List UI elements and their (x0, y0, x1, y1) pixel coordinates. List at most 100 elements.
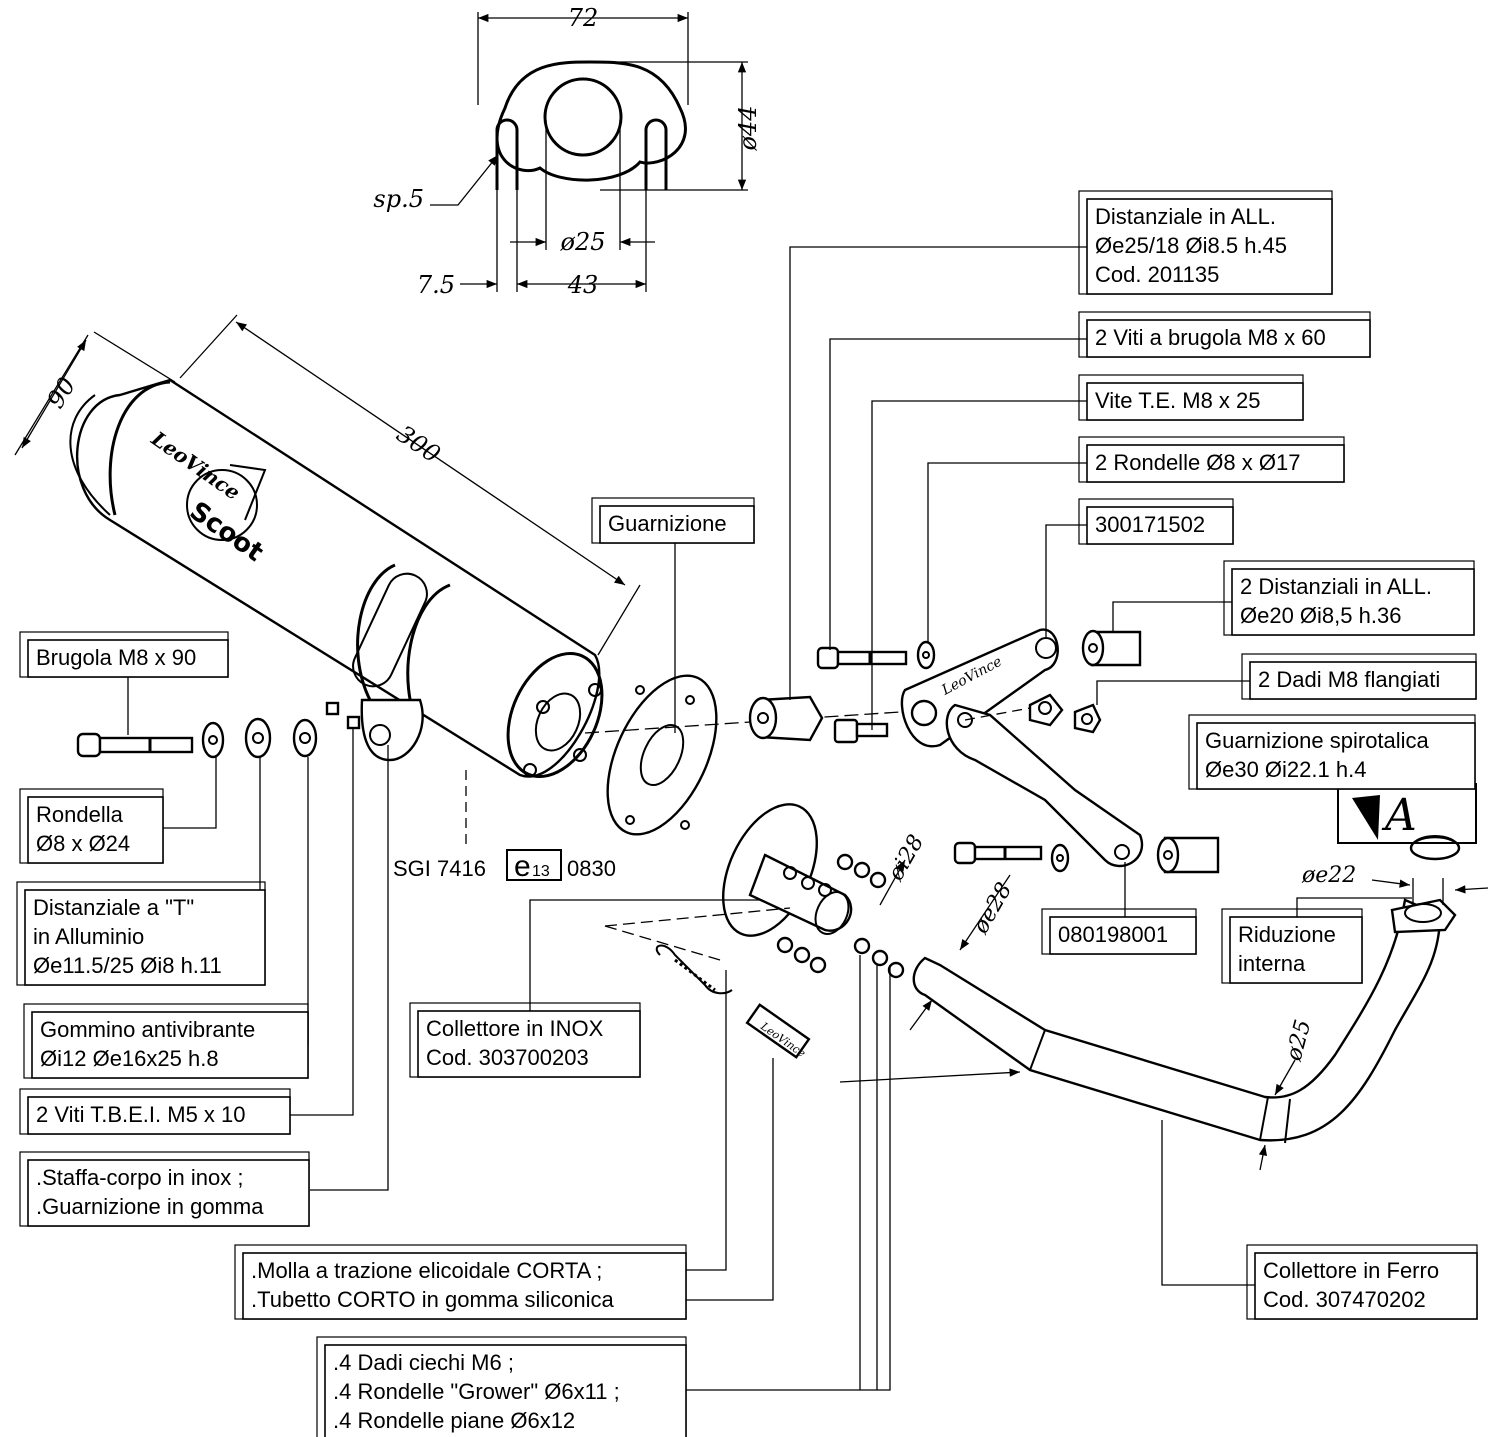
muffler-length-dim: 300 (392, 420, 446, 469)
outer-diameter-22-dim: øe22 (1301, 863, 1356, 888)
label-frame (27, 796, 164, 864)
label-frame (1249, 661, 1477, 700)
label-frame (1086, 382, 1304, 421)
flange-drawing (430, 12, 748, 292)
label-frame (324, 1344, 687, 1437)
label-line: Gommino antivibrante (40, 1017, 255, 1042)
flange-bore-dim: ø25 (560, 228, 606, 256)
label-frame (31, 1011, 309, 1079)
label-line: .Tubetto CORTO in gomma siliconica (251, 1287, 614, 1312)
label-boxes: Distanziale in ALL. Øe25/18 Øi8.5 h.45Cod… (16, 190, 1478, 1437)
label-line: Cod. 307470202 (1263, 1287, 1426, 1312)
flange-height-dim: ø44 (734, 106, 762, 152)
homologation-prefix: SGI 7416 (393, 856, 486, 881)
flange-thickness-dim: sp.5 (373, 185, 424, 213)
gasket-drawing (584, 674, 901, 836)
label-line: Guarnizione (608, 511, 727, 536)
muffler-drawing (14, 314, 641, 850)
label-frame (242, 1252, 687, 1320)
inox-collector-drawing (604, 803, 905, 979)
label-frame (1254, 1252, 1478, 1320)
label-line: Collettore in Ferro (1263, 1258, 1439, 1283)
label-frame (1086, 444, 1345, 483)
label-line: in Alluminio (33, 924, 144, 949)
label-line: .4 Rondelle piane Ø6x12 (333, 1408, 575, 1433)
label-frame (1196, 722, 1476, 790)
label-line: 2 Viti T.B.E.I. M5 x 10 (36, 1102, 246, 1127)
label-frame (1086, 319, 1371, 358)
label-frame (24, 889, 266, 986)
label-dadi-ciechi: .4 Dadi ciechi M6 ; .4 Rondelle "Grower" … (316, 1336, 687, 1437)
label-line: Distanziale a "T" (33, 895, 194, 920)
label-line: .Guarnizione in gomma (36, 1194, 264, 1219)
label-line: .Molla a trazione elicoidale CORTA ; (251, 1258, 602, 1283)
label-frame (27, 1159, 310, 1227)
label-line: Øe11.5/25 Øi8 h.11 (33, 953, 222, 978)
label-frame (27, 639, 229, 678)
label-line: Øi12 Øe16x25 h.8 (40, 1046, 219, 1071)
muffler-diameter-dim: 90 (41, 372, 81, 413)
label-frame (1086, 198, 1333, 295)
label-line: Collettore in INOX (426, 1016, 604, 1041)
label-rondelle-8-17: 2 Rondelle Ø8 x Ø17 (1078, 436, 1345, 483)
label-frame (417, 1010, 641, 1078)
label-distanziali-all: 2 Distanziali in ALL. Øe20 Øi8,5 h.36 (1223, 560, 1475, 636)
label-line: Brugola M8 x 90 (36, 645, 196, 670)
homologation-mark-sub: 13 (532, 863, 550, 880)
left-hardware-drawing (76, 701, 361, 759)
label-line: 2 Viti a brugola M8 x 60 (1095, 325, 1326, 350)
label-line: 2 Dadi M8 flangiati (1258, 667, 1440, 692)
label-line: 2 Distanziali in ALL. (1240, 574, 1432, 599)
flange-slot-dim: 7.5 (417, 271, 455, 299)
label-vite-te: Vite T.E. M8 x 25 (1078, 374, 1304, 421)
label-line: Riduzione (1238, 922, 1336, 947)
label-frame (1086, 506, 1234, 545)
label-line: Guarnizione spirotalica (1205, 728, 1430, 753)
homologation-mark: e (514, 850, 531, 883)
label-dadi-flangiati: 2 Dadi M8 flangiati (1241, 653, 1477, 700)
label-line: Rondella (36, 802, 124, 827)
label-line: .4 Dadi ciechi M6 ; (333, 1350, 514, 1375)
label-frame (1231, 568, 1475, 636)
iron-collector-drawing (839, 835, 1489, 1171)
label-frame (27, 1096, 291, 1135)
label-line: Øe20 Øi8,5 h.36 (1240, 603, 1401, 628)
bracket-drawing (748, 628, 1461, 874)
label-frame (1049, 916, 1197, 955)
label-line: .Staffa-corpo in inox ; (36, 1165, 244, 1190)
label-line: Vite T.E. M8 x 25 (1095, 388, 1261, 413)
label-line: interna (1238, 951, 1306, 976)
label-guarnizione: Guarnizione (591, 497, 755, 544)
label-line: Ø8 x Ø24 (36, 831, 130, 856)
label-line: Distanziale in ALL. (1095, 204, 1276, 229)
label-viti-brugola: 2 Viti a brugola M8 x 60 (1078, 311, 1371, 358)
label-line: Øe25/18 Øi8.5 h.45 (1095, 233, 1287, 258)
label-line: 2 Rondelle Ø8 x Ø17 (1095, 450, 1300, 475)
label-collettore-inox: Collettore in INOX Cod. 303700203 (409, 1002, 641, 1078)
label-frame (1229, 916, 1363, 984)
label-distanziale-all: Distanziale in ALL.Øe25/18 Øi8.5 h.45Cod… (1078, 190, 1333, 295)
label-brugola-m8: Brugola M8 x 90 (19, 631, 229, 678)
label-frame (599, 505, 755, 544)
homologation-mark-box (506, 849, 562, 881)
spring-drawing (655, 944, 811, 1059)
view-a-letter: A (1381, 790, 1417, 841)
homologation-suffix: 0830 (567, 856, 616, 881)
leader-lines (127, 246, 1412, 1391)
label-staffa: .Staffa-corpo in inox ; .Guarnizione in g… (19, 1151, 310, 1227)
label-line: Cod. 303700203 (426, 1045, 589, 1070)
view-a-indicator (1337, 783, 1477, 844)
label-code-080198001: 080198001 (1041, 908, 1197, 955)
label-line: Øe30 Øi22.1 h.4 (1205, 757, 1366, 782)
label-riduzione: Riduzione interna (1221, 908, 1363, 984)
outer-diameter-28-dim: øe28 (968, 879, 1017, 939)
label-viti-tbei: 2 Viti T.B.E.I. M5 x 10 (19, 1088, 291, 1135)
label-line: .4 Rondelle "Grower" Ø6x11 ; (333, 1379, 620, 1404)
label-line: 300171502 (1095, 512, 1205, 537)
label-molla: .Molla a trazione elicoidale CORTA ; .Tub… (234, 1244, 687, 1320)
